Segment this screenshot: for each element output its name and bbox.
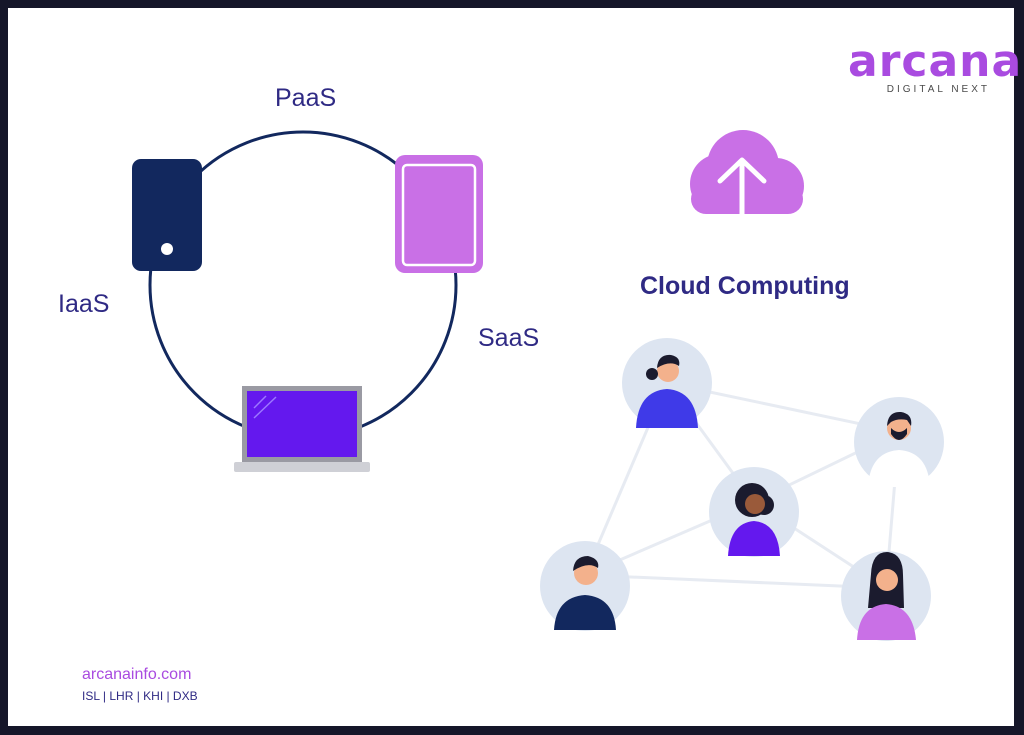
brand-logo: arcana DIGITAL NEXT — [848, 36, 1023, 96]
person-avatar — [540, 541, 630, 631]
iaas-label: IaaS — [58, 290, 110, 318]
footer-locations: ISL | LHR | KHI | DXB — [82, 689, 198, 703]
person-avatar — [854, 397, 944, 487]
cloud-upload-icon — [690, 130, 804, 229]
laptop-icon — [234, 386, 370, 472]
tablet-icon — [395, 155, 483, 273]
paas-label: PaaS — [275, 84, 337, 112]
person-avatar — [841, 551, 931, 641]
cloud-computing-title: Cloud Computing — [640, 272, 850, 300]
person-avatar — [709, 467, 799, 557]
canvas: arcana DIGITAL NEXT PaaS IaaS SaaS Cloud… — [8, 8, 1023, 726]
diagram-graphics — [132, 130, 944, 641]
person-avatar — [622, 338, 712, 428]
saas-label: SaaS — [478, 324, 540, 352]
server-icon — [132, 159, 202, 271]
brand-wordmark: arcana — [848, 36, 1023, 87]
brand-tagline: DIGITAL NEXT — [886, 84, 990, 95]
footer-url: arcanainfo.com — [82, 666, 192, 683]
